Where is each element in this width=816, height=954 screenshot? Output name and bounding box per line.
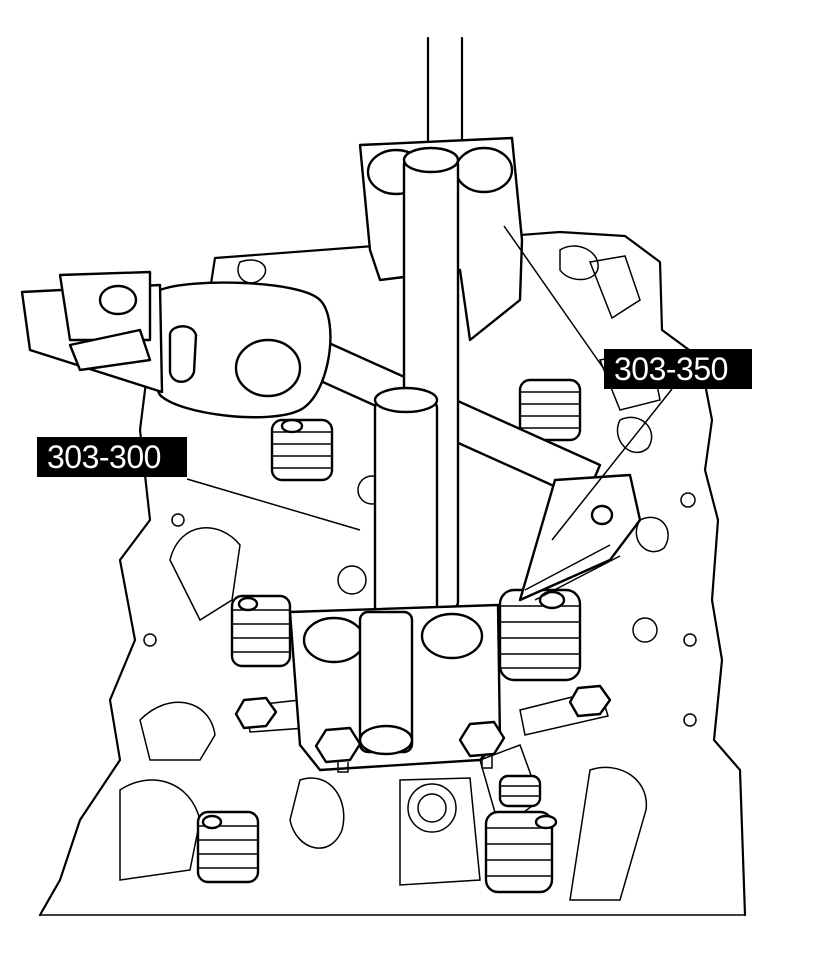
leader-line-303-350-b bbox=[551, 388, 673, 541]
leader-line-303-300 bbox=[186, 478, 361, 531]
callout-label-303-300: 303-300 bbox=[37, 437, 187, 477]
valve-spring bbox=[484, 810, 558, 894]
holding-tool-303-350 bbox=[288, 36, 524, 772]
leader-line-303-350 bbox=[503, 225, 605, 370]
valve-spring bbox=[518, 378, 582, 442]
bolt bbox=[458, 720, 506, 769]
valve-spring bbox=[230, 594, 292, 668]
bolt bbox=[234, 696, 278, 730]
valve-spring bbox=[498, 588, 582, 682]
retaining-bolts bbox=[234, 684, 612, 773]
bolt bbox=[568, 684, 612, 718]
valve-springs bbox=[196, 378, 582, 894]
callout-label-303-350: 303-350 bbox=[604, 349, 752, 389]
valve-spring bbox=[196, 810, 260, 884]
valve-spring bbox=[498, 774, 542, 808]
leader-lines bbox=[186, 225, 673, 541]
bolt bbox=[314, 726, 362, 773]
valve-spring bbox=[270, 418, 334, 482]
